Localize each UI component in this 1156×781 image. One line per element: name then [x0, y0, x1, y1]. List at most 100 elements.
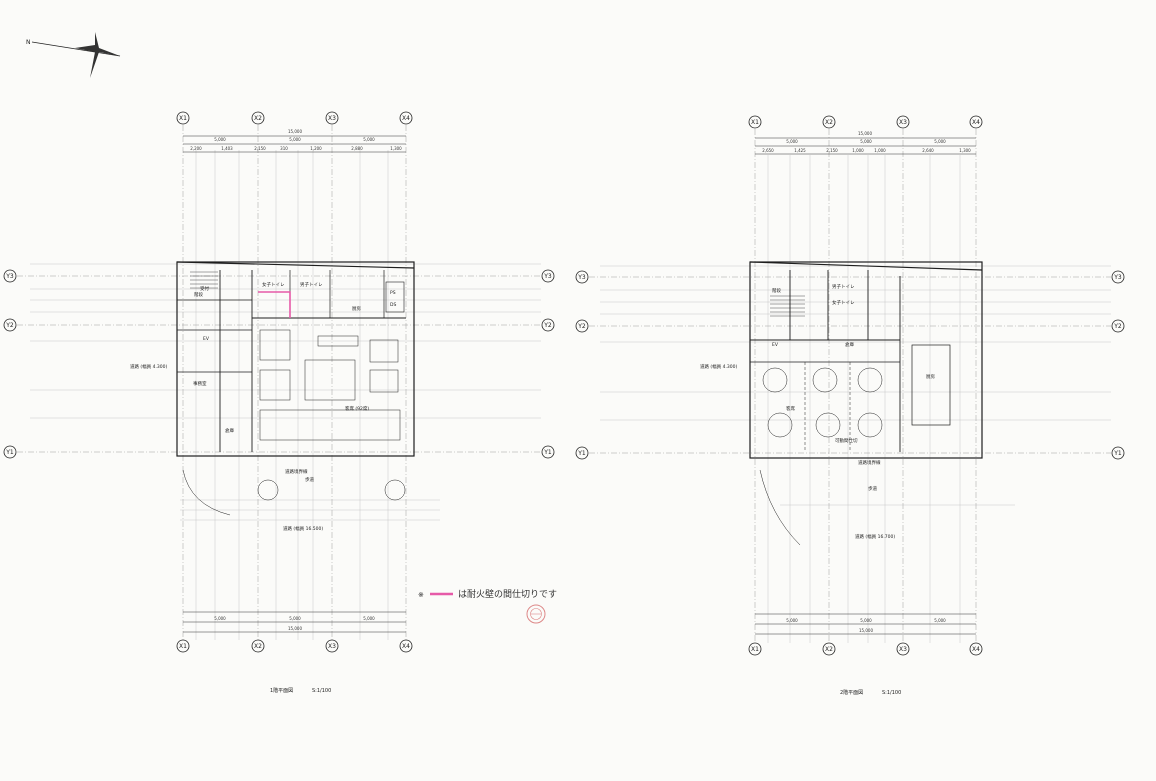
f2-road-main: 道路 (幅員 16.700) [855, 533, 895, 540]
f2-bdim-total: 15,000 [859, 628, 873, 633]
floor2-bottom-dimensions: 5,000 5,000 5,000 15,000 [755, 613, 976, 635]
f2-bdim-c: 5,000 [934, 618, 946, 623]
f1-axis-x4-bottom: X4 [402, 643, 410, 650]
floor2-construction-lines [600, 155, 1111, 643]
f1-dim-total: 15,000 [288, 129, 302, 134]
f2-axis-y3-left: Y3 [577, 274, 586, 281]
f1-axis-x2-bottom: X2 [254, 643, 262, 650]
fire-partition-legend: ※ は耐火壁の間仕切りです [418, 588, 557, 624]
f2-dim-i: 2,640 [922, 148, 934, 153]
f1-bdim-a: 5,000 [214, 616, 226, 621]
f1-axis-y2-right: Y2 [543, 322, 552, 329]
f2-axis-x3-top: X3 [899, 119, 907, 126]
f2-dim-d: 2,650 [762, 148, 774, 153]
f1-axis-x4-top: X4 [402, 115, 410, 122]
f2-axis-x4-top: X4 [972, 119, 980, 126]
f2-dim-c: 5,000 [934, 139, 946, 144]
f2-axis-x3-bottom: X3 [899, 646, 907, 653]
f1-room-office: 事務室 [193, 380, 207, 387]
f2-dim-h: 1,000 [874, 148, 886, 153]
floor2-axis-bottom: X1 X2 X3 X4 [748, 642, 983, 656]
f2-room-partition: 可動間仕切 [835, 437, 858, 444]
f2-bdim-a: 5,000 [786, 618, 798, 623]
floor1-caption: 1階平面図 [270, 687, 293, 694]
f2-dim-e: 1,425 [794, 148, 806, 153]
f1-bdim-c: 5,000 [363, 616, 375, 621]
f2-dim-g: 1,000 [852, 148, 864, 153]
seal-stamp-icon [526, 604, 546, 624]
f2-sidewalk: 歩道 [868, 485, 877, 492]
f1-dim-f: 2,150 [254, 146, 266, 151]
f2-room-ev: EV [772, 342, 779, 348]
floor2-axis-top: X1 X2 X3 X4 [748, 115, 983, 129]
f2-road-side: 道路 (幅員 4.300) [700, 363, 737, 370]
f1-axis-y3-left: Y3 [5, 273, 14, 280]
floor2-room-labels: EV 男子トイレ 女子トイレ 倉庫 可動間仕切 客席 厨房 階段 道路境界線 歩… [700, 283, 935, 540]
f1-room-storage: 倉庫 [225, 427, 234, 434]
f1-room-ladies: 女子トイレ [262, 281, 285, 288]
f2-axis-y1-left: Y1 [577, 450, 586, 457]
f2-room-kitchen: 厨房 [926, 373, 935, 380]
floor1-room-labels: 受付 EV 女子トイレ 男子トイレ 厨房 客席 (92席) 事務室 倉庫 PS … [130, 281, 396, 532]
f1-axis-x1-top: X1 [179, 115, 187, 122]
f1-road-side: 道路 (幅員 4.300) [130, 363, 167, 370]
f1-room-stair: 階段 [194, 291, 203, 298]
legend-text: は耐火壁の間仕切りです [458, 588, 557, 600]
f1-bdim-total: 15,000 [288, 626, 302, 631]
f2-room-ladies: 女子トイレ [832, 299, 855, 306]
floor1-building [176, 261, 415, 516]
floor2-plan: X1 X2 X3 X4 X1 X2 X3 X4 Y3 Y2 Y1 Y3 [575, 115, 1125, 696]
f2-dim-a: 5,000 [786, 139, 798, 144]
f2-dim-j: 1,300 [959, 148, 971, 153]
f1-dim-a: 5,000 [214, 137, 226, 142]
f1-dim-g: 310 [280, 146, 288, 151]
f2-axis-y3-right: Y3 [1113, 274, 1122, 281]
f1-dim-i: 2,880 [351, 146, 363, 151]
f1-axis-x3-top: X3 [328, 115, 336, 122]
floor1-axis-top: X1 X2 X3 X4 [176, 111, 413, 125]
f2-axis-y2-right: Y2 [1113, 323, 1122, 330]
floor1-bottom-dimensions: 5,000 5,000 5,000 15,000 [183, 611, 406, 633]
f1-road-main: 道路 (幅員 16.500) [283, 525, 323, 532]
f2-axis-y1-right: Y1 [1113, 450, 1122, 457]
floor2-top-dimensions: 15,000 5,000 5,000 5,000 2,650 1,425 2,1… [755, 131, 976, 155]
f1-room-reception: 受付 [200, 285, 209, 292]
floor2-axis-side: Y3 Y2 Y1 Y3 Y2 Y1 [575, 270, 1125, 460]
f1-axis-y2-left: Y2 [5, 322, 14, 329]
f1-axis-x3-bottom: X3 [328, 643, 336, 650]
floor1-grid-lines [17, 125, 541, 640]
f2-dim-b: 5,000 [860, 139, 872, 144]
f1-room-mens: 男子トイレ [300, 281, 323, 288]
f1-dim-h: 1,200 [310, 146, 322, 151]
floor2-scale: S:1/100 [882, 690, 901, 696]
f1-dim-d: 2,200 [190, 146, 202, 151]
f1-road-boundary: 道路境界線 [285, 468, 308, 475]
f2-dim-total: 15,000 [858, 131, 872, 136]
floor2-caption: 2階平面図 [840, 689, 863, 696]
f1-room-ps: PS [390, 290, 396, 296]
f2-axis-x1-top: X1 [751, 119, 759, 126]
f2-road-boundary: 道路境界線 [858, 459, 881, 466]
north-label: N [26, 39, 31, 46]
f2-room-mens: 男子トイレ [832, 283, 855, 290]
floor1-plan: X1 X2 X3 X4 X1 X2 X3 X4 Y3 Y2 Y1 [3, 111, 555, 694]
floor2-grid-lines [589, 129, 1111, 643]
floor1-scale: S:1/100 [312, 688, 331, 694]
f1-axis-x1-bottom: X1 [179, 643, 187, 650]
floor1-construction-lines [30, 150, 541, 640]
f1-sidewalk: 歩道 [305, 476, 314, 483]
f2-room-seats: 客席 [786, 405, 795, 412]
f1-dim-j: 1,300 [390, 146, 402, 151]
f2-axis-y2-left: Y2 [577, 323, 586, 330]
f1-bdim-b: 5,000 [289, 616, 301, 621]
f1-room-seats: 客席 (92席) [345, 405, 369, 412]
f1-room-ds: DS [390, 302, 396, 308]
f2-room-stair: 階段 [772, 287, 781, 294]
f2-axis-x4-bottom: X4 [972, 646, 980, 653]
f1-dim-b: 5,000 [289, 137, 301, 142]
floor2-building [749, 261, 983, 546]
f1-room-kitchen: 厨房 [352, 305, 361, 312]
f2-dim-f: 2,150 [826, 148, 838, 153]
